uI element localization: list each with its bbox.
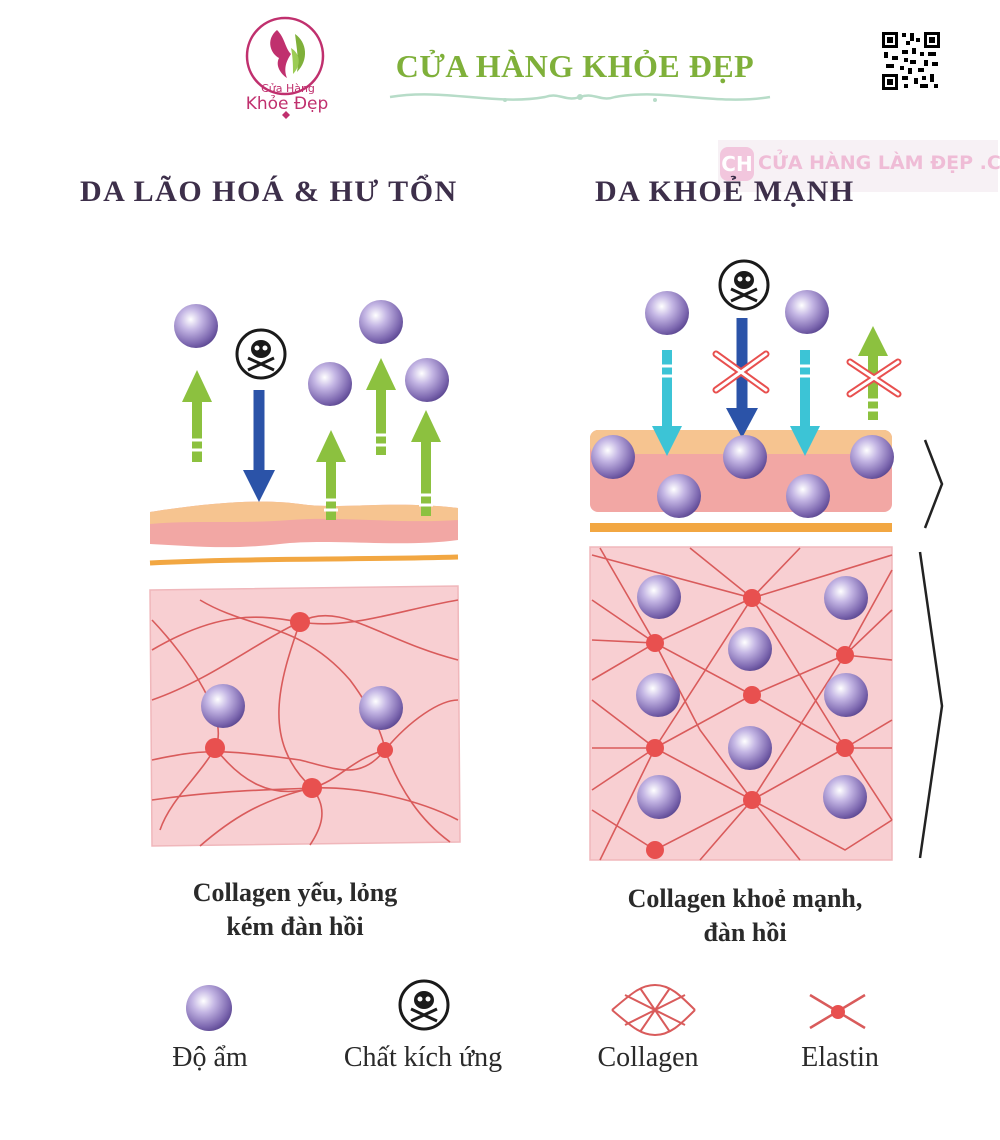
logo-text-top: Cửa Hàng (261, 82, 315, 95)
legend-moisture-label: Độ ẩm (172, 1042, 248, 1073)
irritant-icon-right (718, 259, 770, 311)
caption-aging-skin: Collagen yếu, lỏng kém đàn hồi (150, 876, 440, 944)
brand-title: CỬA HÀNG KHỎE ĐẸP (395, 48, 755, 84)
legend-irritant-icon (398, 979, 450, 1031)
caption-aging-line2: kém đàn hồi (226, 912, 364, 941)
legend-collagen-label: Collagen (597, 1042, 699, 1073)
legend-elastin-label: Elastin (801, 1042, 879, 1073)
caption-healthy-line1: Collagen khoẻ mạnh, (627, 884, 863, 913)
heading-aging-skin: DA LÃO HOÁ & HƯ TỔN (80, 175, 458, 208)
legend-collagen-icon (611, 983, 696, 1037)
caption-healthy-skin: Collagen khoẻ mạnh, đàn hồi (585, 882, 905, 950)
watermark-badge: CH (720, 147, 754, 181)
right-panel-illustration (589, 259, 944, 861)
brand-logo (245, 16, 325, 119)
left-panel-illustration (149, 300, 461, 847)
logo-text-main: Khỏe Đẹp (245, 94, 329, 114)
watermark-banner (718, 140, 998, 192)
legend-elastin-icon (809, 993, 866, 1030)
caption-healthy-line2: đàn hồi (703, 918, 787, 947)
title-ornament (389, 93, 771, 102)
watermark-text: CỬA HÀNG LÀM ĐẸP .COM (758, 152, 1000, 174)
heading-healthy-skin: DA KHOẺ MẠNH (595, 175, 855, 208)
irritant-icon-left (235, 328, 287, 380)
legend-moisture-icon (186, 985, 232, 1031)
caption-aging-line1: Collagen yếu, lỏng (192, 878, 398, 907)
qr-code[interactable] (880, 30, 942, 92)
legend-irritant-label: Chất kích ứng (343, 1042, 503, 1073)
